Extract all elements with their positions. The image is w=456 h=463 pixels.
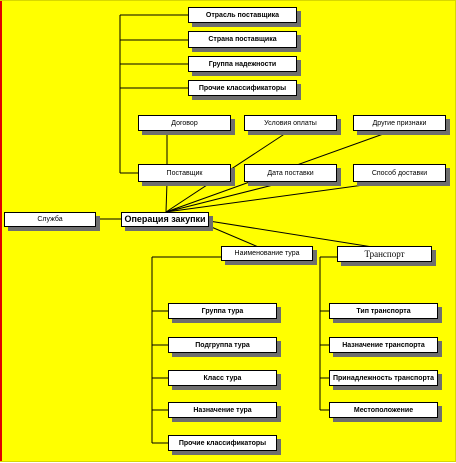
node-goods-purpose: Назначение тура (168, 402, 277, 418)
node-other-classifiers-top: Прочие классификаторы (188, 80, 297, 96)
node-supplier-country: Страна поставщика (188, 31, 297, 48)
node-reliability-group: Группа надежности (188, 56, 297, 72)
node-other-classifiers-bottom: Прочие классификаторы (168, 435, 277, 451)
node-supplier: Поставщик (138, 164, 231, 182)
node-service: Служба (4, 212, 96, 227)
connector-line (165, 181, 286, 213)
node-transport-type: Тип транспорта (329, 303, 438, 319)
node-other-attributes: Другие признаки (353, 115, 446, 131)
node-goods-group: Группа тура (168, 303, 277, 319)
node-transport-purpose: Назначение транспорта (329, 337, 438, 353)
node-delivery-method: Способ доставки (353, 164, 446, 182)
node-supplier-industry: Отрасль поставщика (188, 7, 297, 23)
node-contract: Договор (138, 115, 231, 131)
node-goods-name: Наименование тура (221, 246, 313, 261)
connector-line (208, 220, 386, 250)
node-goods-class: Класс тура (168, 370, 277, 386)
node-goods-subgroup: Подгруппа тура (168, 337, 277, 353)
node-payment-terms: Условия оплаты (244, 115, 337, 131)
connector-line (165, 181, 168, 213)
node-delivery-date: Дата поставки (244, 164, 337, 182)
node-transport-ownership: Принадлежность транспорта (329, 370, 438, 386)
connector-line (165, 181, 387, 213)
node-location: Местоположение (329, 402, 438, 418)
node-transport: Транспорт (337, 246, 432, 262)
node-purchase-operation: Операция закупки (121, 212, 209, 227)
